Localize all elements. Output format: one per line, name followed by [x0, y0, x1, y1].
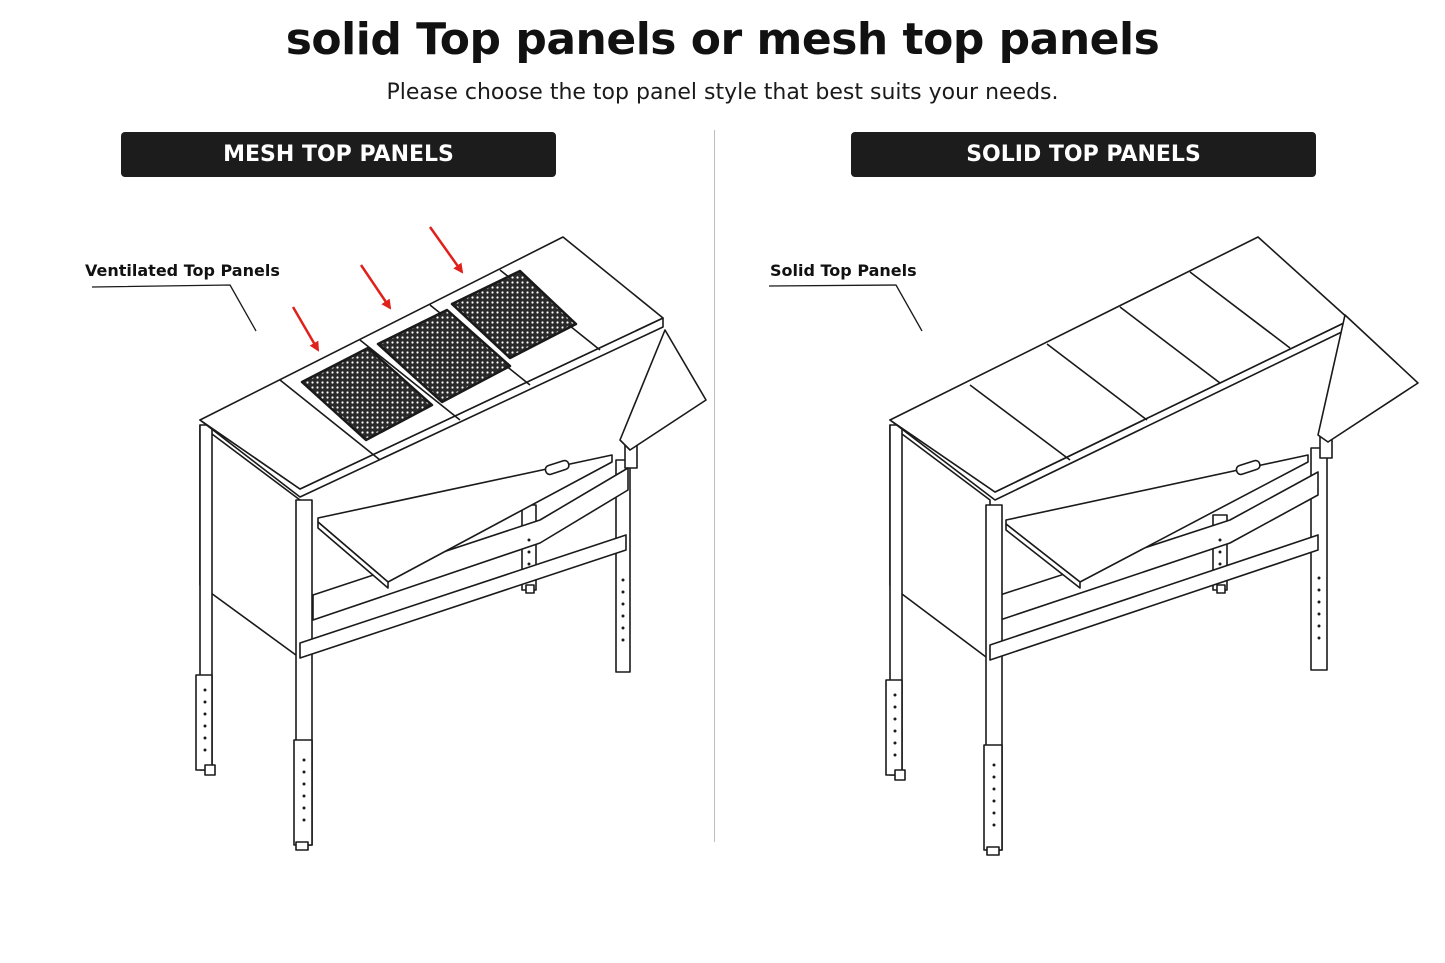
section-divider — [714, 130, 715, 842]
ventilated-top-panels-callout: Ventilated Top Panels — [85, 261, 280, 280]
page-title: solid Top panels or mesh top panels — [285, 14, 1160, 65]
mesh-table-illustration — [91, 236, 707, 851]
solid-top-panels-callout: Solid Top Panels — [770, 261, 917, 280]
page-subtitle: Please choose the top panel style that b… — [386, 80, 1059, 105]
solid-table-illustration — [768, 236, 1419, 856]
mesh-top-panels-tag: MESH TOP PANELS — [121, 132, 556, 177]
red-arrow-icons — [291, 226, 464, 352]
solid-top-panels-tag: SOLID TOP PANELS — [851, 132, 1316, 177]
